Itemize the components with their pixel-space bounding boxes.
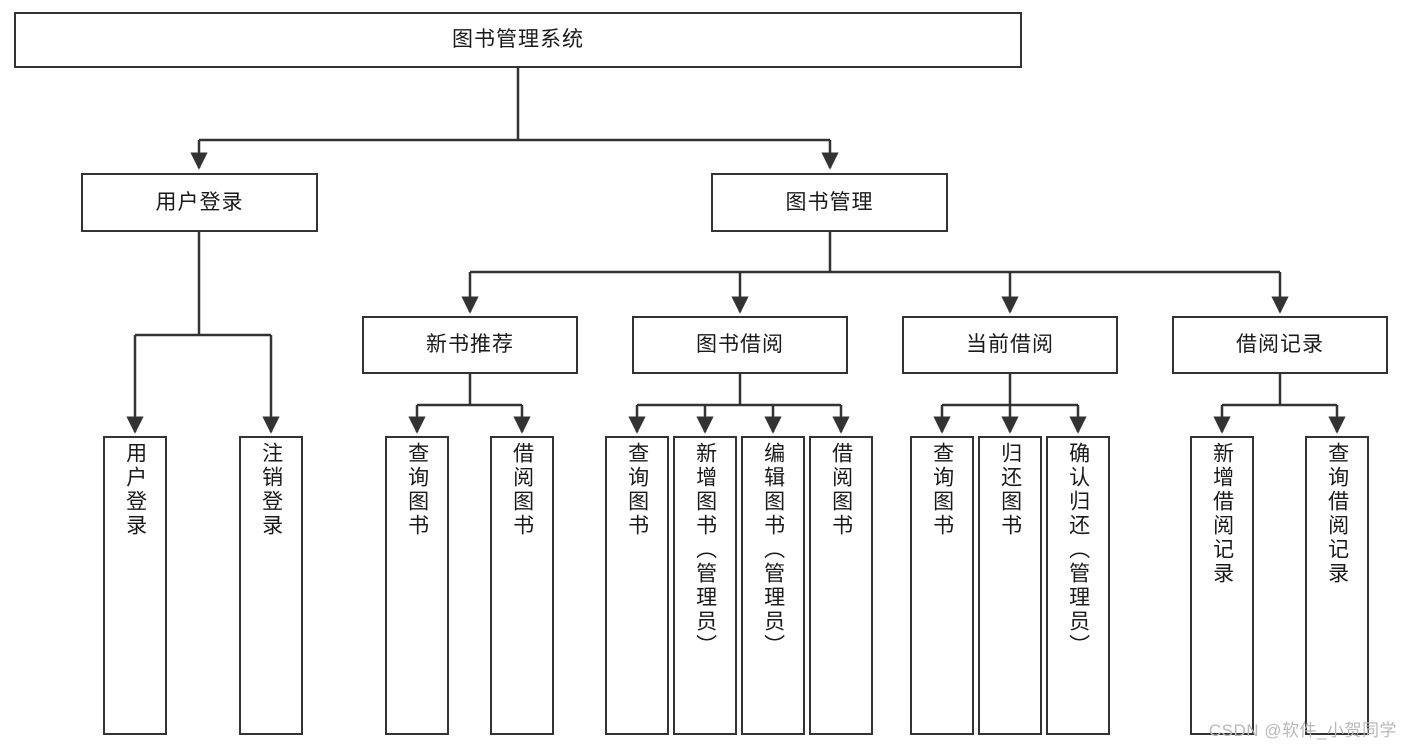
- node-leaf-current-query-book[interactable]: 查询图书: [910, 436, 974, 735]
- node-leaf-current-return-book[interactable]: 归还图书: [978, 436, 1042, 735]
- node-leaf-recommend-query-book[interactable]: 查询图书: [385, 436, 449, 735]
- node-book-borrow[interactable]: 图书借阅: [632, 316, 848, 374]
- node-new-book-recommend[interactable]: 新书推荐: [362, 316, 578, 374]
- node-leaf-borrow-edit-book[interactable]: 编辑图书（管理员）: [741, 436, 805, 735]
- node-leaf-current-confirm-return[interactable]: 确认归还（管理员）: [1046, 436, 1110, 735]
- node-leaf-record-query-record[interactable]: 查询借阅记录: [1305, 436, 1369, 735]
- node-leaf-user-login[interactable]: 用户登录: [103, 436, 167, 735]
- node-leaf-record-query-record-label: 查询借阅记录: [1325, 442, 1349, 586]
- node-leaf-current-confirm-return-label: 确认归还（管理员）: [1066, 442, 1090, 658]
- node-leaf-borrow-query-book[interactable]: 查询图书: [605, 436, 669, 735]
- node-leaf-borrow-add-book-label: 新增图书（管理员）: [693, 442, 717, 658]
- node-leaf-borrow-query-book-label: 查询图书: [625, 442, 649, 538]
- node-borrow-record[interactable]: 借阅记录: [1172, 316, 1388, 374]
- node-root-label: 图书管理系统: [452, 28, 584, 52]
- node-leaf-record-add-record[interactable]: 新增借阅记录: [1190, 436, 1254, 735]
- node-book-management-label: 图书管理: [785, 190, 874, 214]
- node-leaf-borrow-add-book[interactable]: 新增图书（管理员）: [673, 436, 737, 735]
- node-leaf-recommend-borrow-book[interactable]: 借阅图书: [490, 436, 554, 735]
- node-leaf-current-query-book-label: 查询图书: [930, 442, 954, 538]
- node-book-borrow-label: 图书借阅: [696, 333, 784, 357]
- csdn-watermark: CSDN @软件_小贺同学: [1208, 721, 1397, 740]
- node-leaf-recommend-query-book-label: 查询图书: [405, 442, 429, 538]
- node-book-management[interactable]: 图书管理: [711, 173, 948, 232]
- node-leaf-borrow-borrow-book-label: 借阅图书: [829, 442, 853, 538]
- node-leaf-borrow-edit-book-label: 编辑图书（管理员）: [761, 442, 785, 658]
- node-leaf-user-login-label: 用户登录: [123, 442, 147, 538]
- node-root[interactable]: 图书管理系统: [14, 12, 1022, 68]
- node-user-login-label: 用户登录: [155, 190, 244, 214]
- node-leaf-logout[interactable]: 注销登录: [239, 436, 303, 735]
- node-leaf-logout-label: 注销登录: [259, 442, 283, 538]
- node-borrow-record-label: 借阅记录: [1236, 333, 1324, 357]
- node-new-book-recommend-label: 新书推荐: [426, 333, 514, 357]
- node-leaf-recommend-borrow-book-label: 借阅图书: [510, 442, 534, 538]
- node-current-borrow-label: 当前借阅: [966, 333, 1054, 357]
- node-user-login[interactable]: 用户登录: [81, 173, 318, 232]
- node-leaf-record-add-record-label: 新增借阅记录: [1210, 442, 1234, 586]
- node-leaf-borrow-borrow-book[interactable]: 借阅图书: [809, 436, 873, 735]
- node-leaf-current-return-book-label: 归还图书: [998, 442, 1022, 538]
- node-current-borrow[interactable]: 当前借阅: [902, 316, 1118, 374]
